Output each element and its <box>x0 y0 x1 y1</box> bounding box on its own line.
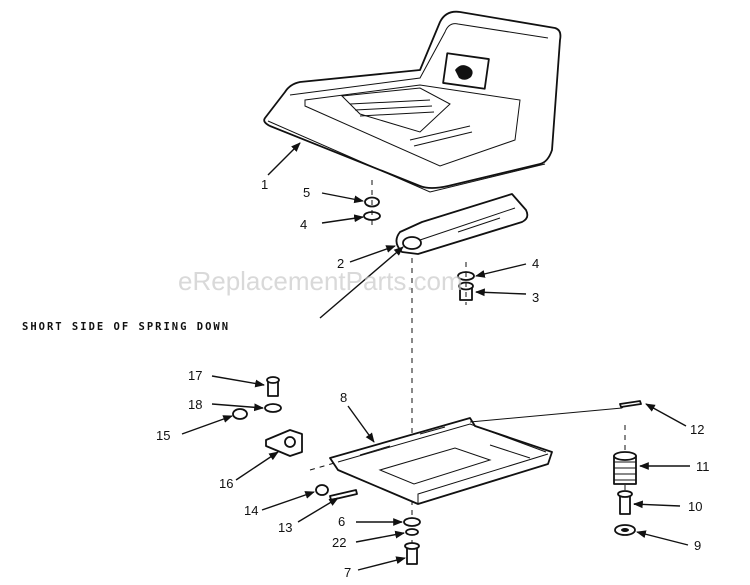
hinge-bracket-part <box>395 193 529 255</box>
watermark-text: eReplacementParts.com <box>178 266 463 296</box>
callout-16: 16 <box>219 476 233 491</box>
hardware-left <box>232 376 282 420</box>
callout-4-right: 4 <box>532 256 539 271</box>
callout-17: 17 <box>188 368 202 383</box>
callout-18: 18 <box>188 397 202 412</box>
mounting-plate-part <box>329 403 640 505</box>
hardware-bolt-13 <box>315 484 358 501</box>
callout-12: 12 <box>690 422 704 437</box>
callout-3: 3 <box>532 290 539 305</box>
leader-lines <box>181 142 690 571</box>
callout-2: 2 <box>337 256 344 271</box>
seat-part <box>263 10 562 193</box>
callout-11: 11 <box>696 459 710 474</box>
hardware-upper <box>363 196 475 301</box>
callout-1: 1 <box>261 177 268 192</box>
callout-8: 8 <box>340 390 347 405</box>
spring-assembly <box>613 400 642 536</box>
callout-7: 7 <box>344 565 351 580</box>
callout-22: 22 <box>332 535 346 550</box>
assembly-note: SHORT SIDE OF SPRING DOWN <box>22 321 230 333</box>
callout-6: 6 <box>338 514 345 529</box>
bracket-part <box>265 429 303 457</box>
callout-15: 15 <box>156 428 170 443</box>
callout-14: 14 <box>244 503 258 518</box>
callout-9: 9 <box>694 538 701 553</box>
callout-labels: 1 5 4 2 4 3 17 18 15 16 8 14 13 6 22 7 1… <box>156 177 710 580</box>
callout-5: 5 <box>303 185 310 200</box>
hardware-lower <box>403 517 421 565</box>
callout-13: 13 <box>278 520 292 535</box>
callout-10: 10 <box>688 499 702 514</box>
callout-4-left: 4 <box>300 217 307 232</box>
